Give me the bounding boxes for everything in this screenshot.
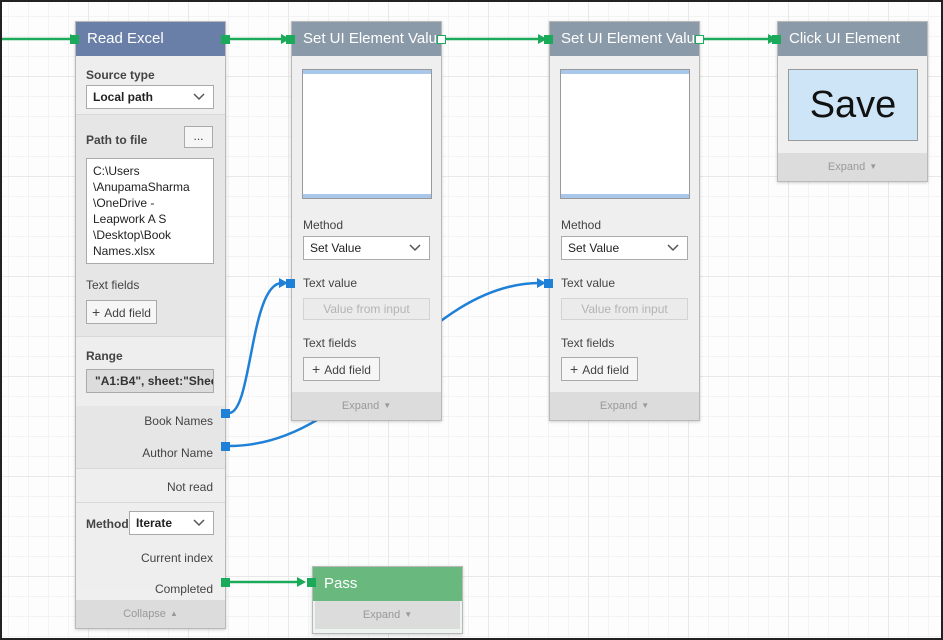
add-field-button[interactable]: +Add field	[86, 300, 157, 324]
arrowhead	[281, 34, 290, 44]
plus-icon: +	[570, 361, 579, 377]
add-field-label: Add field	[324, 363, 371, 377]
output-author-name: Author Name	[142, 446, 213, 460]
method-label: Method	[303, 218, 344, 232]
pass-flow-in-port[interactable]	[307, 578, 316, 587]
author-name-output-port[interactable]	[221, 442, 230, 451]
chevron-down-icon	[667, 244, 679, 252]
save-button-preview: Save	[788, 69, 918, 141]
read-excel-block[interactable]: Read Excel Source type Local path Path t…	[75, 21, 226, 629]
collapse-label: Collapse	[123, 608, 166, 620]
completed-output-port[interactable]	[221, 578, 230, 587]
arrowhead	[537, 278, 546, 288]
expand-button[interactable]: Expand▼	[778, 153, 927, 181]
expand-label: Expand	[341, 400, 380, 412]
collapse-button[interactable]: Collapse▲	[76, 600, 225, 628]
plus-icon: +	[92, 304, 101, 320]
set-ui-1-flow-out-port[interactable]	[437, 35, 446, 44]
caret-down-icon: ▼	[869, 162, 878, 171]
method-label: Method	[86, 517, 129, 531]
book-names-output-port[interactable]	[221, 409, 230, 418]
pass-block[interactable]: Pass Expand▼	[312, 566, 463, 634]
plus-icon: +	[312, 361, 321, 377]
chevron-down-icon	[193, 93, 205, 101]
element-preview-2	[560, 69, 690, 199]
value-from-input-field[interactable]: Value from input	[303, 298, 430, 320]
current-index-label: Current index	[140, 551, 213, 565]
chevron-down-icon	[193, 519, 205, 527]
method-label: Method	[561, 218, 602, 232]
expand-label: Expand	[599, 400, 638, 412]
method-select[interactable]: Set Value	[561, 236, 688, 260]
read-excel-flow-in-port[interactable]	[70, 35, 79, 44]
set-ui-2-flow-in-port[interactable]	[544, 35, 553, 44]
read-excel-title[interactable]: Read Excel	[76, 22, 225, 56]
arrowhead	[538, 34, 547, 44]
method-value: Set Value	[310, 241, 362, 255]
source-type-value: Local path	[93, 90, 154, 104]
path-to-file-input[interactable]: C:\Users \AnupamaSharma \OneDrive - Leap…	[86, 158, 214, 264]
set-ui-2-text-value-port[interactable]	[544, 279, 553, 288]
expand-label: Expand	[827, 161, 866, 173]
arrowhead	[297, 577, 306, 587]
text-fields-label: Text fields	[303, 336, 357, 350]
output-book-names: Book Names	[144, 414, 213, 428]
element-preview-1	[302, 69, 432, 199]
click-ui-element-block[interactable]: Click UI Element Save Expand▼	[777, 21, 928, 182]
set-ui-element-title-1[interactable]: Set UI Element Value	[292, 22, 441, 56]
expand-button[interactable]: Expand▼	[315, 601, 460, 629]
click-ui-flow-in-port[interactable]	[772, 35, 781, 44]
caret-down-icon: ▼	[641, 401, 650, 410]
source-type-select[interactable]: Local path	[86, 85, 214, 109]
set-ui-element-block-2[interactable]: Set UI Element Value Method Set Value Te…	[549, 21, 700, 421]
method-value: Set Value	[568, 241, 620, 255]
method-select[interactable]: Iterate	[129, 511, 214, 535]
range-input[interactable]: "A1:B4", sheet:"Sheet1"	[86, 369, 214, 393]
set-ui-1-text-value-port[interactable]	[286, 279, 295, 288]
click-ui-element-title[interactable]: Click UI Element	[778, 22, 927, 56]
completed-label: Completed	[154, 582, 213, 596]
not-read-label: Not read	[166, 480, 213, 494]
text-value-label: Text value	[561, 276, 616, 290]
data-wire-book-names	[228, 281, 283, 415]
add-field-label: Add field	[582, 363, 629, 377]
read-excel-flow-out-port[interactable]	[221, 35, 230, 44]
value-from-input-field[interactable]: Value from input	[561, 298, 688, 320]
set-ui-2-flow-out-port[interactable]	[695, 35, 704, 44]
caret-up-icon: ▲	[169, 609, 178, 618]
arrowhead	[279, 278, 288, 288]
expand-label: Expand	[362, 609, 401, 621]
method-value: Iterate	[136, 516, 173, 530]
caret-down-icon: ▼	[383, 401, 392, 410]
browse-button[interactable]: ...	[184, 126, 213, 148]
caret-down-icon: ▼	[404, 610, 413, 619]
range-label: Range	[86, 349, 123, 363]
text-fields-label: Text fields	[86, 278, 140, 292]
source-type-label: Source type	[86, 68, 155, 82]
expand-button[interactable]: Expand▼	[292, 392, 441, 420]
expand-button[interactable]: Expand▼	[550, 392, 699, 420]
chevron-down-icon	[409, 244, 421, 252]
text-value-label: Text value	[303, 276, 358, 290]
add-field-label: Add field	[104, 306, 151, 320]
path-to-file-label: Path to file	[86, 133, 148, 147]
set-ui-element-block-1[interactable]: Set UI Element Value Method Set Value Te…	[291, 21, 442, 421]
pass-title[interactable]: Pass	[313, 567, 462, 601]
add-field-button[interactable]: +Add field	[303, 357, 380, 381]
set-ui-element-title-2[interactable]: Set UI Element Value	[550, 22, 699, 56]
set-ui-1-flow-in-port[interactable]	[286, 35, 295, 44]
method-select[interactable]: Set Value	[303, 236, 430, 260]
text-fields-label: Text fields	[561, 336, 615, 350]
add-field-button[interactable]: +Add field	[561, 357, 638, 381]
